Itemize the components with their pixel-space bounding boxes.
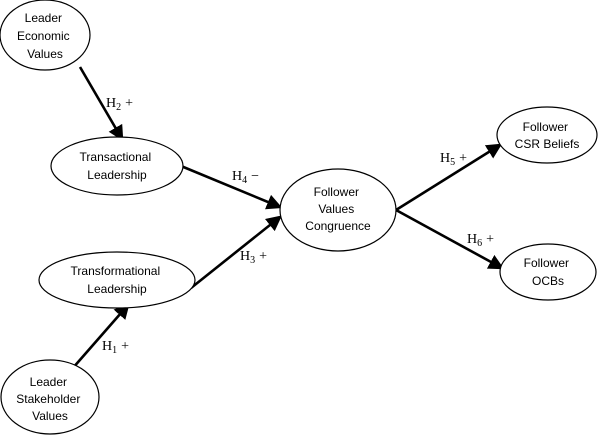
hypothesis-h1-label: H1+: [102, 339, 129, 356]
node-follower-ocbs: Follower OCBs: [499, 243, 597, 301]
node-leader-economic-values-line-2: Economic: [17, 29, 70, 43]
svg-text:Follower OCBs: Follower OCBs: [524, 256, 573, 288]
node-transactional-leadership-line-1: Transactional: [80, 150, 152, 164]
node-leader-economic-values-ellipse: [0, 0, 91, 71]
edge-labels: H2+ H4− H3+ H1+ H5+ H6+: [102, 96, 494, 356]
node-follower-values-congruence-ellipse: [279, 168, 397, 252]
node-transactional-leadership: Transactional Leadership: [50, 136, 184, 196]
node-follower-csr-beliefs-ellipse: [496, 106, 598, 164]
hypothesis-h3-label: H3+: [240, 249, 267, 266]
node-leader-stakeholder-values-line-1: Leader: [30, 375, 67, 389]
node-transformational-leadership-line-1: Transformational: [71, 264, 161, 278]
node-leader-stakeholder-values-ellipse: [0, 359, 100, 435]
hypothesis-h5-label: H5+: [440, 151, 467, 168]
node-follower-values-congruence-line-3: Congruence: [305, 219, 371, 233]
hypothesis-h2-label: H2+: [106, 96, 133, 113]
svg-text:Follower Values Co: Follower Values Congruence: [305, 185, 371, 233]
hypothesis-h4-label: H4−: [232, 169, 259, 186]
node-leader-stakeholder-values-line-3: Values: [32, 409, 68, 423]
edge-h2: [78, 66, 124, 142]
node-follower-ocbs-line-2: OCBs: [532, 274, 564, 288]
edge-h1: [71, 303, 130, 370]
svg-text:Transformational Leaders: Transformational Leadership: [71, 264, 164, 296]
node-follower-csr-beliefs-line-1: Follower: [523, 120, 568, 134]
edges: [71, 66, 505, 370]
node-transformational-leadership: Transformational Leadership: [38, 251, 196, 309]
node-leader-economic-values-line-1: Leader: [25, 11, 62, 25]
node-follower-csr-beliefs: Follower CSR Beliefs: [496, 106, 598, 164]
edge-h6: [395, 208, 505, 270]
node-transformational-leadership-ellipse: [38, 251, 196, 309]
svg-text:Leader Economic Va: Leader Economic Values: [17, 11, 73, 61]
hypothesis-h6-label: H6+: [467, 232, 494, 249]
svg-text:Follower CSR Beliefs: Follower CSR Beliefs: [515, 120, 580, 151]
edge-h5: [395, 143, 503, 212]
node-transactional-leadership-line-2: Leadership: [87, 168, 147, 182]
node-transactional-leadership-ellipse: [50, 136, 184, 196]
node-follower-values-congruence: Follower Values Congruence: [279, 168, 397, 252]
svg-text:Leader Stakeholder: Leader Stakeholder Values: [16, 375, 83, 423]
node-follower-values-congruence-line-2: Values: [318, 202, 354, 216]
node-follower-values-congruence-line-1: Follower: [314, 185, 359, 199]
edge-h3: [190, 215, 283, 290]
node-follower-ocbs-line-1: Follower: [524, 256, 569, 270]
node-leader-stakeholder-values-line-2: Stakeholder: [16, 392, 80, 406]
node-transformational-leadership-line-2: Leadership: [87, 282, 147, 296]
node-follower-ocbs-ellipse: [499, 243, 597, 301]
node-leader-economic-values: Leader Economic Values: [0, 0, 91, 71]
svg-text:Transactional Leadership: Transactional Leadership: [80, 150, 155, 182]
node-leader-stakeholder-values: Leader Stakeholder Values: [0, 359, 100, 435]
edge-h4: [180, 164, 283, 210]
node-leader-economic-values-line-3: Values: [27, 47, 63, 61]
node-follower-csr-beliefs-line-2: CSR Beliefs: [515, 137, 580, 151]
